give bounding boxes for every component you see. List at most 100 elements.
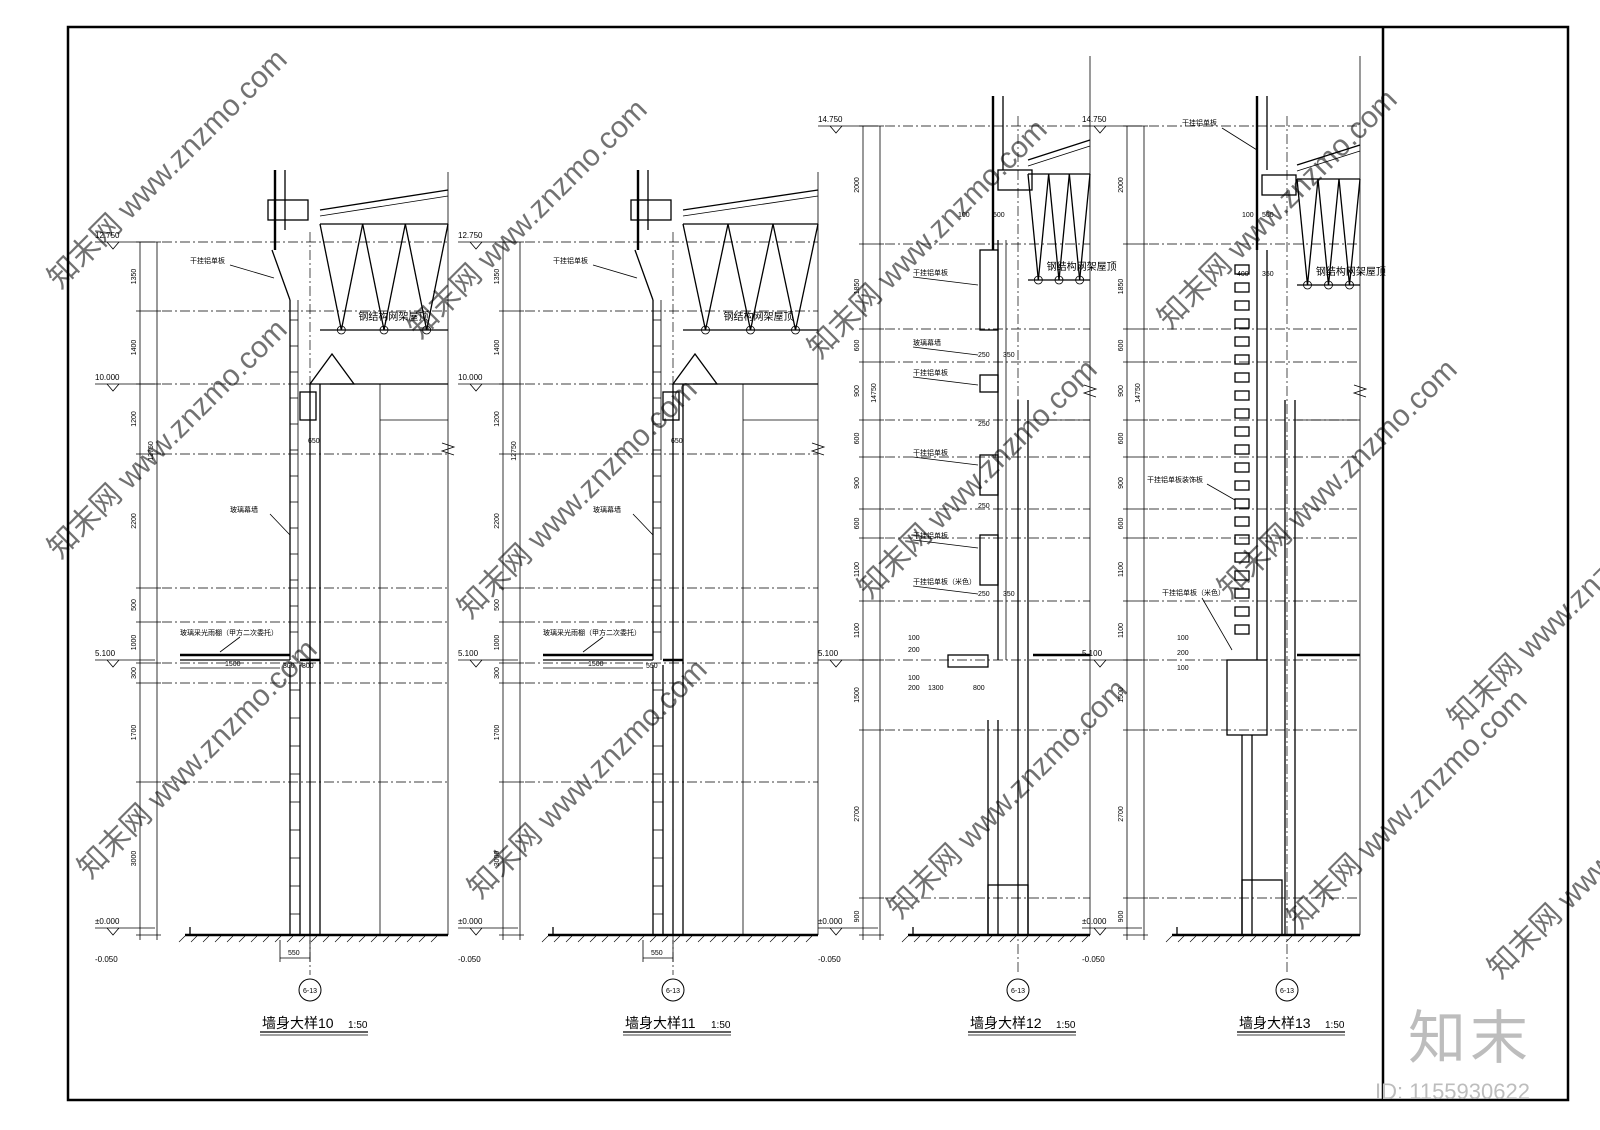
- ground-hatch: [1177, 935, 1185, 943]
- break-symbol: [1352, 384, 1368, 398]
- note-label: 玻璃采光雨棚（甲方二次委托）: [180, 628, 278, 637]
- note-label: 干挂铝单板: [913, 448, 948, 457]
- dimension-label: 300: [494, 667, 501, 679]
- dimension-label: 1700: [494, 725, 501, 741]
- dim-label: 350: [1003, 352, 1015, 359]
- dim-label: 100: [1242, 212, 1254, 219]
- ground-hatch: [178, 935, 186, 943]
- elevation-label: 5.100: [818, 649, 839, 658]
- cladding-edge: [634, 249, 654, 301]
- dimension-total-label: 14750: [1135, 383, 1142, 403]
- dimension-total-label: 12750: [148, 441, 155, 461]
- dimension-label: 1200: [131, 411, 138, 427]
- dim-label: 550: [288, 950, 300, 957]
- ground-hatch: [913, 935, 921, 943]
- detail-scale: 1:50: [1056, 1020, 1076, 1031]
- logo-mark: 知末: [1408, 1006, 1532, 1071]
- louvre-fin: [1234, 606, 1250, 617]
- dimension-label: 1850: [854, 279, 861, 295]
- ground-hatch: [262, 935, 270, 943]
- dimension-label: 600: [854, 340, 861, 352]
- ground-hatch: [1261, 935, 1269, 943]
- dim-label: 100: [908, 675, 920, 682]
- truss-web: [1338, 178, 1351, 286]
- ground-hatch: [322, 935, 330, 943]
- louvre-fin: [1234, 624, 1250, 635]
- leader-line: [912, 346, 979, 356]
- dimension-label: 900: [1118, 477, 1125, 489]
- louvre-fin: [1234, 372, 1250, 383]
- truss-node: [1033, 275, 1043, 285]
- louvre-fin: [1234, 264, 1250, 275]
- truss-web: [1027, 173, 1039, 281]
- truss-web: [319, 223, 342, 331]
- note-label: 干挂铝单板装饰板: [1147, 475, 1203, 484]
- note-label: 干挂铝单板: [913, 368, 948, 377]
- dim-label: 350: [1262, 271, 1274, 278]
- detail-title: 墙身大样10: [262, 1015, 334, 1031]
- dim-label: 350: [1003, 591, 1015, 598]
- dimension-label: 1500: [1118, 687, 1125, 703]
- axis-bubble: [298, 978, 322, 1002]
- leader-line: [912, 585, 979, 595]
- elevation-marker: [469, 241, 483, 250]
- roof-slab: [1296, 144, 1361, 166]
- dim-label: 1300: [928, 685, 944, 692]
- louvre-fin: [1234, 444, 1250, 455]
- dim-label: 100: [958, 212, 970, 219]
- elevation-label: -0.050: [818, 955, 841, 964]
- note-label: 干挂铝单板（米色）: [913, 577, 976, 586]
- break-symbol: [440, 442, 456, 456]
- dimension-label: 2200: [494, 513, 501, 529]
- note-label: 干挂铝单板: [913, 268, 948, 277]
- dimension-label: 600: [1118, 433, 1125, 445]
- elevation-marker: [106, 383, 120, 392]
- ground-hatch: [190, 935, 198, 943]
- elevation-marker: [106, 659, 120, 668]
- elevation-label: ±0.000: [1082, 917, 1107, 926]
- elevation-label: -0.050: [95, 955, 118, 964]
- truss-web: [1296, 178, 1309, 286]
- ground-hatch: [310, 935, 318, 943]
- dim-label: 250: [978, 591, 990, 598]
- axis-label: 6-13: [303, 988, 317, 995]
- elevation-marker: [469, 927, 483, 936]
- dim-label: 800: [973, 685, 985, 692]
- dimension-label: 2200: [131, 513, 138, 529]
- truss-web: [340, 223, 364, 331]
- dim-label: 500: [993, 212, 1005, 219]
- louvre-fin: [1234, 426, 1250, 437]
- roof-slab: [319, 195, 449, 217]
- ground-hatch: [937, 935, 945, 943]
- ground-hatch: [406, 935, 414, 943]
- dim-label: 100: [1177, 635, 1189, 642]
- ground-hatch: [649, 935, 657, 943]
- dimension-label: 1100: [1118, 623, 1125, 638]
- roof-slab: [682, 189, 819, 211]
- ground-hatch: [358, 935, 366, 943]
- leader-line: [912, 376, 979, 386]
- dimension-label: 2700: [854, 806, 861, 822]
- ground-hatch: [1333, 935, 1341, 943]
- ground-hatch: [1021, 935, 1029, 943]
- ground-hatch: [757, 935, 765, 943]
- roof-label: 钢结构网架屋顶: [1316, 265, 1386, 278]
- elevation-marker: [1093, 125, 1107, 134]
- truss-web: [1048, 173, 1060, 281]
- louvre-fin: [1234, 354, 1250, 365]
- dim-label: 300: [302, 663, 314, 670]
- id-label: ID: 1155930622: [1375, 1079, 1530, 1104]
- dimension-label: 900: [854, 385, 861, 397]
- truss-node: [1303, 280, 1312, 290]
- truss-node: [1075, 275, 1085, 285]
- dim-label: 1500: [225, 661, 241, 668]
- base-plinth: [987, 884, 1029, 936]
- roof-slab: [1027, 145, 1091, 167]
- ground-hatch: [226, 935, 234, 943]
- canopy-edge: [947, 654, 989, 668]
- detail-title: 墙身大样13: [1239, 1015, 1311, 1031]
- ground-hatch: [637, 935, 645, 943]
- ground-hatch: [298, 935, 306, 943]
- truss-node: [701, 325, 710, 335]
